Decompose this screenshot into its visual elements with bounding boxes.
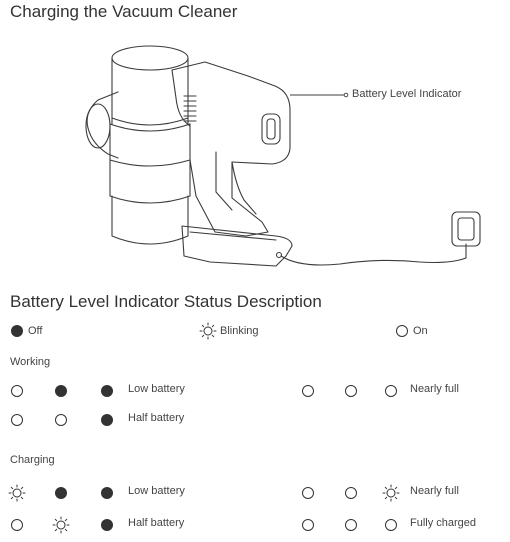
led-blinking-icon bbox=[52, 516, 70, 534]
legend-blinking-label: Blinking bbox=[220, 325, 259, 337]
status-description: Low battery bbox=[128, 383, 185, 395]
led-on-icon bbox=[342, 382, 358, 398]
led-off-icon bbox=[52, 484, 68, 500]
status-section-title: Battery Level Indicator Status Descripti… bbox=[10, 292, 322, 311]
status-description: Nearly full bbox=[410, 383, 459, 395]
led-on-icon bbox=[8, 411, 24, 427]
page-title: Charging the Vacuum Cleaner bbox=[10, 2, 238, 21]
legend-off-label: Off bbox=[28, 325, 43, 337]
led-on-icon bbox=[8, 516, 24, 532]
led-off-icon bbox=[98, 484, 114, 500]
legend-on-label: On bbox=[413, 325, 428, 337]
status-description: Half battery bbox=[128, 412, 185, 424]
led-on-icon bbox=[8, 382, 24, 398]
charging-label: Charging bbox=[10, 454, 55, 466]
led-off-icon bbox=[98, 411, 114, 427]
led-on-icon bbox=[342, 484, 358, 500]
led-on-icon bbox=[299, 516, 315, 532]
led-on-icon bbox=[382, 516, 398, 532]
legend-on: On bbox=[394, 323, 428, 339]
working-label: Working bbox=[10, 356, 51, 368]
led-blinking-icon bbox=[382, 484, 400, 502]
led-blinking-icon bbox=[8, 484, 26, 502]
status-description: Low battery bbox=[128, 485, 185, 497]
status-description: Fully charged bbox=[410, 517, 477, 529]
led-on-icon bbox=[342, 516, 358, 532]
working-status-row: Low battery Nearly full bbox=[0, 382, 510, 398]
legend-off: Off bbox=[9, 323, 42, 339]
led-hollow-icon bbox=[396, 325, 408, 337]
legend-blinking: Blinking bbox=[199, 322, 259, 340]
charging-status-row: Half battery Fully charged bbox=[0, 516, 510, 534]
led-blinking-icon bbox=[199, 322, 217, 340]
led-on-icon bbox=[52, 411, 68, 427]
vacuum-cleaner-illustration bbox=[85, 45, 481, 267]
charging-status-row: Low battery Nearly full bbox=[0, 484, 510, 502]
led-filled-icon bbox=[11, 325, 23, 337]
led-off-icon bbox=[52, 382, 68, 398]
battery-indicator-callout: Battery Level Indicator bbox=[352, 88, 462, 100]
led-off-icon bbox=[98, 516, 114, 532]
working-status-row: Half battery bbox=[0, 411, 510, 427]
led-on-icon bbox=[299, 382, 315, 398]
led-on-icon bbox=[299, 484, 315, 500]
status-description: Nearly full bbox=[410, 485, 459, 497]
status-description: Half battery bbox=[128, 517, 185, 529]
led-off-icon bbox=[98, 382, 114, 398]
led-on-icon bbox=[382, 382, 398, 398]
